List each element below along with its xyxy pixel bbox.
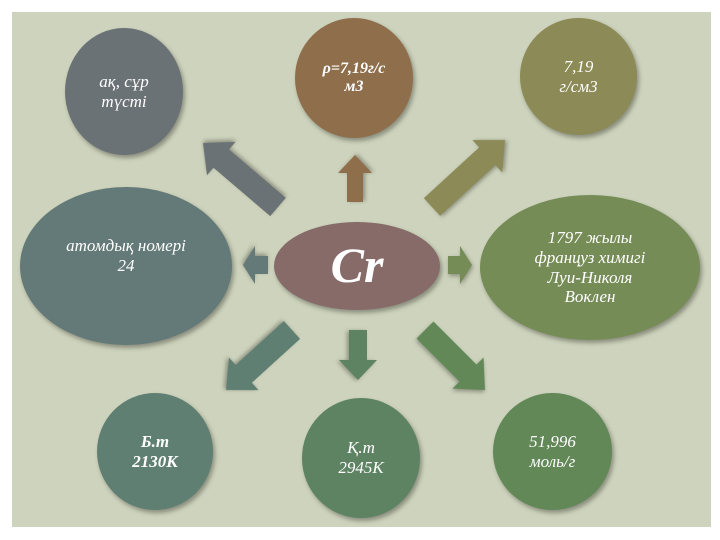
node-discovery-label: 1797 жылы француз химигі Луи-Николя Вокл…	[534, 228, 646, 307]
node-discovery: 1797 жылы француз химигі Луи-Николя Вокл…	[480, 195, 700, 340]
node-color: ақ, сұр түсті	[65, 28, 183, 155]
node-molar-mass: 51,996 моль/г	[493, 393, 612, 510]
node-density-rho-label: ρ=7,19г/с м3	[322, 59, 386, 95]
node-boiling-point-label: Қ.т 2945К	[338, 438, 384, 477]
node-color-label: ақ, сұр түсті	[99, 71, 149, 111]
arrow-to-density-icon	[423, 140, 506, 216]
arrow-to-boiling-point-icon	[339, 330, 377, 380]
center-label: Cr	[330, 237, 384, 294]
node-molar-mass-label: 51,996 моль/г	[529, 431, 576, 471]
node-melting-point: Б.т 2130К	[97, 393, 213, 510]
arrow-to-discovery-icon	[448, 246, 472, 284]
arrow-to-molar-mass-icon	[416, 321, 485, 390]
arrow-to-melting-point-icon	[225, 321, 301, 391]
arrow-to-color-icon	[203, 141, 286, 217]
arrow-to-density-rho-icon	[338, 155, 372, 202]
node-density-label: 7,19 г/см3	[559, 56, 598, 96]
arrow-to-atomic-number-icon	[243, 246, 268, 284]
node-boiling-point: Қ.т 2945К	[302, 398, 420, 518]
node-atomic-number-label: атомдық номері 24	[66, 236, 186, 275]
node-atomic-number: атомдық номері 24	[20, 187, 232, 345]
node-density-rho: ρ=7,19г/с м3	[295, 18, 413, 138]
node-center-cr: Cr	[274, 222, 440, 310]
node-density: 7,19 г/см3	[520, 18, 637, 135]
node-melting-point-label: Б.т 2130К	[132, 431, 178, 471]
